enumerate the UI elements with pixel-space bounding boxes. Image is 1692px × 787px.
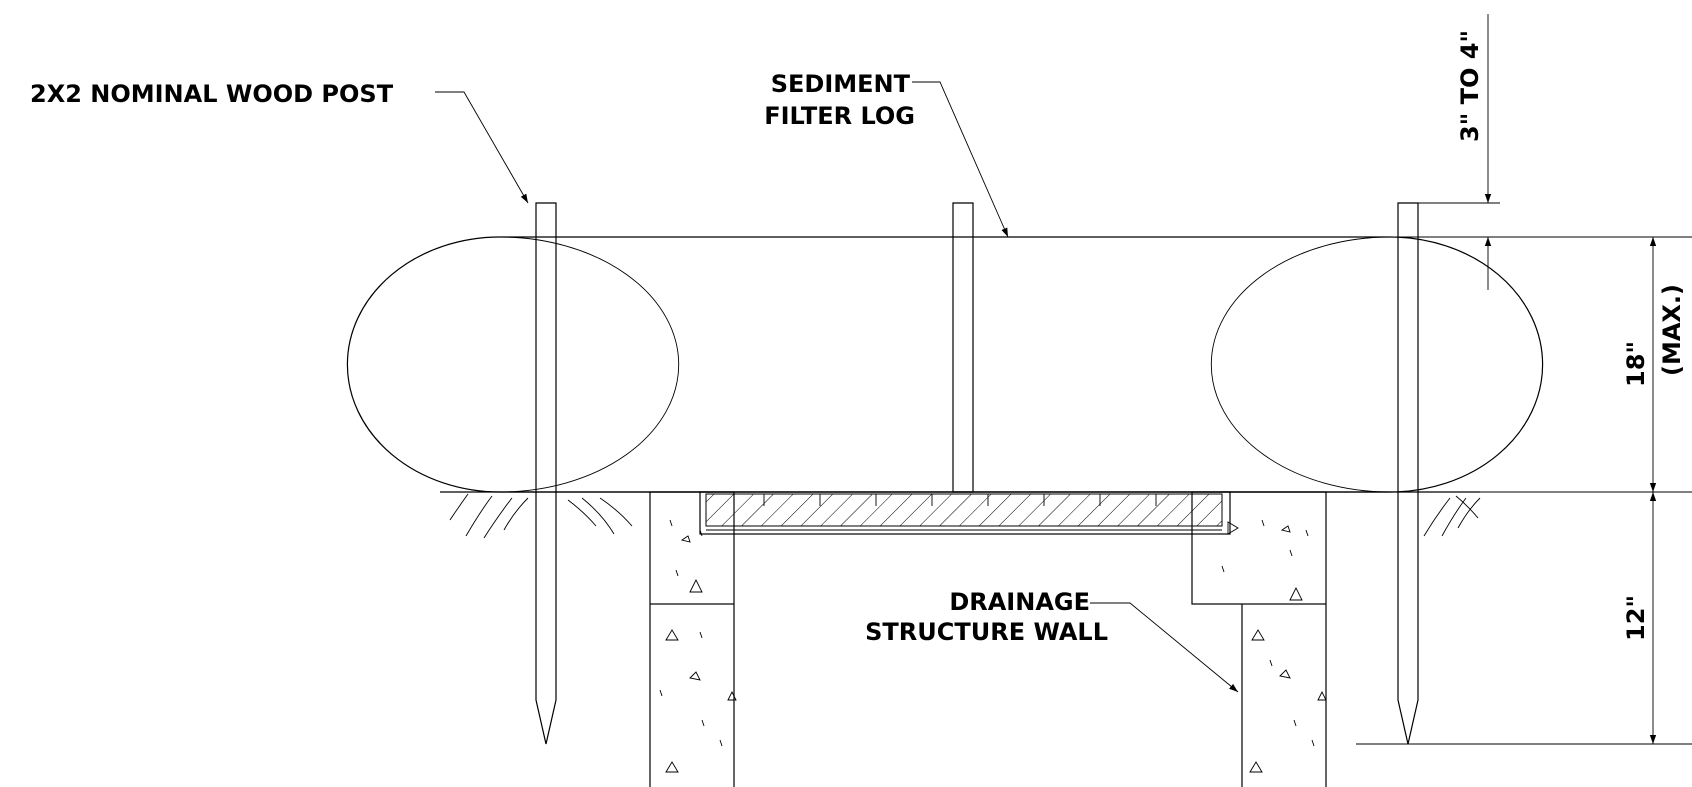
wood-post-center xyxy=(952,202,974,493)
label-wood-post: 2X2 NOMINAL WOOD POST xyxy=(30,80,394,108)
dimension-embedment xyxy=(1356,491,1692,745)
earth-hatch-right xyxy=(1423,495,1481,537)
label-filter-log-line2: FILTER LOG xyxy=(764,102,915,130)
dimension-log-height xyxy=(1390,236,1692,492)
dimension-label-12: 12" xyxy=(1622,595,1650,641)
inlet-grate xyxy=(699,491,1239,535)
dimension-label-3-to-4: 3" TO 4" xyxy=(1456,30,1484,142)
drainage-structure-wall-left xyxy=(649,491,737,787)
earth-hatch-left xyxy=(449,493,633,539)
drainage-structure-wall-right xyxy=(1191,491,1327,787)
wood-post-left xyxy=(535,202,557,745)
leader-post xyxy=(435,91,529,204)
leader-filter-log xyxy=(912,81,1009,238)
sediment-filter-log xyxy=(346,236,1544,493)
label-filter-log-line1: SEDIMENT xyxy=(771,70,911,98)
dimension-post-above-log xyxy=(1418,14,1500,290)
wood-post-right xyxy=(1397,202,1419,745)
label-wall-line1: DRAINAGE xyxy=(949,588,1090,616)
label-wall-line2: STRUCTURE WALL xyxy=(865,618,1108,646)
dimension-label-max: (MAX.) xyxy=(1658,284,1686,376)
dimension-label-18: 18" xyxy=(1622,341,1650,387)
leader-wall xyxy=(1090,602,1239,693)
